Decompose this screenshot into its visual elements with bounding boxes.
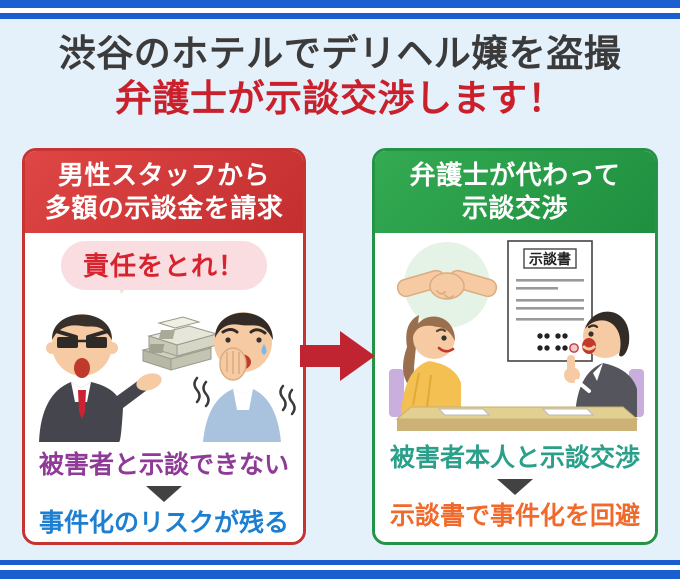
down-triangle-icon xyxy=(497,479,533,495)
page-title: 渋谷のホテルでデリヘル嬢を盗撮 弁護士が示談交渉します！ xyxy=(0,31,680,121)
problem-result-1: 被害者と示談できない xyxy=(38,451,289,479)
problem-result-2: 事件化のリスクが残る xyxy=(38,509,289,537)
handshake-icon xyxy=(396,242,498,328)
settlement-document: 示談書 xyxy=(507,240,593,362)
down-triangle-icon xyxy=(146,486,182,502)
document-title: 示談書 xyxy=(529,251,571,267)
negotiation-illustration: 示談書 xyxy=(389,240,644,431)
crying-man-illustration xyxy=(193,312,296,442)
solution-header-line1: 弁護士が代わって xyxy=(409,160,621,190)
problem-header-line1: 男性スタッフから xyxy=(57,160,270,190)
problem-header-line2: 多額の示談金を請求 xyxy=(44,193,284,223)
problem-panel: 男性スタッフから 多額の示談金を請求 責任をとれ！ xyxy=(22,148,306,545)
solution-panel: 弁護士が代わって 示談交渉 示談書 xyxy=(372,148,658,545)
lawyer-illustration xyxy=(564,311,644,417)
signature-dots xyxy=(537,333,568,351)
red-seal-icon xyxy=(569,343,579,353)
speech-bubble: 責任をとれ！ xyxy=(60,241,267,290)
top-border-stripe xyxy=(0,0,680,19)
money-stack-illustration xyxy=(141,316,219,371)
solution-panel-header: 弁護士が代わって 示談交渉 xyxy=(375,151,655,233)
table-illustration xyxy=(395,406,639,431)
solution-header-line2: 示談交渉 xyxy=(461,193,568,223)
angry-man-illustration xyxy=(39,314,162,442)
demand-illustration xyxy=(39,312,296,442)
problem-panel-header: 男性スタッフから 多額の示談金を請求 xyxy=(25,151,303,233)
problem-panel-body: 責任をとれ！ xyxy=(25,233,303,542)
right-arrow-icon xyxy=(300,331,375,381)
solution-result-1: 被害者本人と示談交渉 xyxy=(389,444,640,472)
solution-panel-body: 示談書 xyxy=(375,233,655,542)
page-title-line2: 弁護士が示談交渉します！ xyxy=(115,78,565,119)
page-title-line1: 渋谷のホテルでデリヘル嬢を盗撮 xyxy=(58,33,622,74)
solution-result-2: 示談書で事件化を回避 xyxy=(389,502,640,530)
victim-woman-illustration xyxy=(389,315,461,417)
bottom-border-stripe xyxy=(0,560,680,579)
